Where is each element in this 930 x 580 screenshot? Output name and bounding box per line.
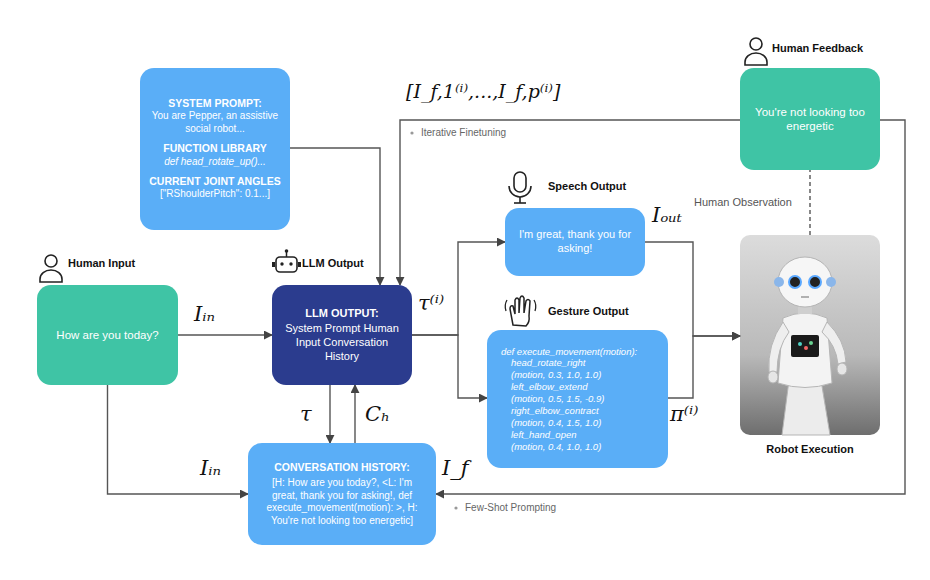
box-heading: Human Input: [68, 257, 135, 270]
edge-label: [I_f,1⁽ⁱ⁾,...,I_f,p⁽ⁱ⁾]: [404, 80, 562, 103]
robot-icon: [285, 249, 289, 253]
robot-photo: Robot Execution: [740, 235, 880, 435]
photo-panel: [740, 235, 880, 435]
box-text: (motion, 0.4, 1.0, 1.0): [501, 441, 660, 453]
note-label: τ⁽ⁱ⁾: [416, 291, 446, 316]
box-text: CONVERSATION HISTORY:: [258, 461, 426, 474]
box-heading: Robot Execution: [740, 443, 880, 456]
edge-label: π⁽ⁱ⁾: [668, 402, 700, 427]
connector: [412, 242, 505, 335]
box-text: How are you today?: [47, 328, 168, 342]
note-label: Iterative Finetuning: [419, 127, 508, 139]
hand-icon: [510, 296, 530, 326]
box-text: LLM OUTPUT:: [282, 307, 402, 321]
box-text: ["RShoulderPitch": 0.1...]: [149, 188, 281, 201]
connector: [178, 334, 272, 335]
box-text: FUNCTION LIBRARY: [149, 142, 281, 155]
mic-icon: [514, 202, 526, 204]
box-text: (motion, 0.3, 1.0, 1.0): [501, 369, 660, 381]
mic-icon: [519, 197, 521, 203]
box-text: left_hand_open: [501, 429, 660, 441]
box-text: (motion, 0.5, 1.5, -0.9): [501, 393, 660, 405]
box-heading: Human Feedback: [772, 42, 863, 55]
person-icon: [40, 270, 62, 282]
bullet: [454, 506, 457, 509]
edge-label: Human Observation: [692, 196, 794, 209]
box-text: def head_rotate_up()...: [149, 156, 281, 169]
robot-tablet: [791, 335, 819, 357]
box-text: I'm great, thank you for asking!: [515, 228, 635, 256]
box-heading: Speech Output: [548, 180, 626, 193]
robot-head: [778, 257, 832, 307]
connector: [354, 385, 355, 443]
box-text: def execute_movement(motion):: [501, 346, 660, 358]
robot-hand: [768, 371, 778, 383]
robot-base: [782, 380, 830, 435]
robot-torso: [778, 313, 832, 388]
robot-hand: [837, 363, 847, 375]
robot-eye: [789, 276, 801, 288]
box-text: SYSTEM PROMPT:: [149, 97, 281, 110]
robot-icon: [289, 262, 292, 265]
robot-icon: [280, 262, 283, 265]
box-text: You're not looking too energetic: [750, 105, 870, 134]
edge-label: Iᵢₙ: [198, 456, 223, 481]
connector: [400, 120, 740, 285]
box-text: head_rotate_right: [501, 357, 660, 369]
prompt-box: SYSTEM PROMPT:You are Pepper, an assisti…: [140, 68, 290, 230]
mic-icon: [509, 186, 531, 197]
bullet: [410, 131, 413, 134]
robot-icon: [272, 262, 275, 267]
edge-label: Iᵢₙ: [192, 302, 217, 327]
connector: [290, 148, 380, 285]
connector: [412, 335, 487, 398]
robot-mouth: [801, 296, 809, 298]
box-heading: Gesture Output: [548, 305, 629, 318]
connector: [809, 170, 810, 235]
box-heading: LLM Output: [302, 257, 364, 270]
box-text: CURRENT JOINT ANGLES: [149, 175, 281, 188]
edge-label: Cₕ: [363, 402, 392, 427]
edge-label: I_f: [440, 456, 471, 481]
note-label: Few-Shot Prompting: [463, 502, 558, 514]
connector: [108, 385, 249, 494]
hand-icon: [534, 300, 536, 311]
box-text: left_elbow_extend: [501, 381, 660, 393]
box-text: You are Pepper, an assistive social robo…: [149, 110, 281, 135]
box-text: [H: How are you today?, <L: I'm great, t…: [258, 477, 426, 527]
person-icon: [45, 255, 57, 267]
box-text: (motion, 0.4, 1.5, 1.0): [501, 417, 660, 429]
connector: [329, 385, 330, 443]
tablet-dot: [798, 342, 802, 346]
gesture-box: Gesture Outputdef execute_movement(motio…: [487, 330, 668, 468]
feedback-box: Human FeedbackYou're not looking too ene…: [740, 68, 880, 170]
edge-label: Iₒᵤₜ: [650, 203, 684, 228]
robot-arm: [822, 322, 846, 364]
hand-icon: [505, 300, 507, 311]
tablet-dot: [804, 346, 808, 350]
connector: [436, 120, 905, 494]
person-icon: [745, 53, 767, 65]
connector: [645, 242, 740, 336]
box-text: System Prompt Human Input Conversation H…: [282, 322, 402, 363]
robot-icon: [276, 257, 297, 272]
robot-eye: [809, 276, 821, 288]
box-text: right_elbow_contract: [501, 405, 660, 417]
robot-ear: [774, 277, 784, 287]
mic-icon: [514, 172, 526, 192]
speech-box: Speech OutputI'm great, thank you for as…: [505, 208, 645, 276]
llm-box: LLM OutputLLM OUTPUT:System Prompt Human…: [272, 285, 412, 385]
person-icon: [750, 38, 762, 50]
input-box: Human InputHow are you today?: [37, 285, 178, 385]
robot-icon: [298, 262, 301, 267]
history-box: CONVERSATION HISTORY: [H: How are you tod…: [248, 443, 436, 545]
connector: [668, 336, 740, 398]
robot-ear: [826, 277, 836, 287]
tablet-dot: [809, 341, 813, 345]
edge-label: τ: [298, 402, 314, 427]
robot-arm: [769, 322, 789, 372]
